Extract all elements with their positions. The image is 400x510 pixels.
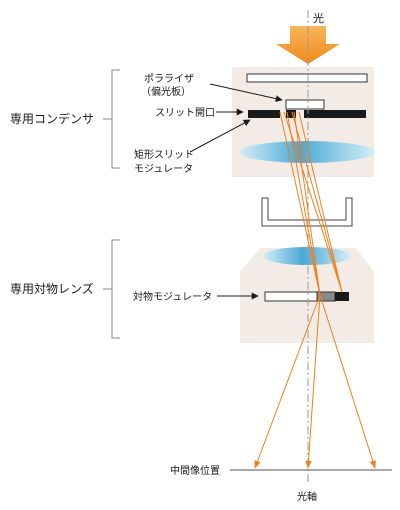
slit-bar-right	[304, 110, 366, 118]
objective-bracket	[111, 239, 120, 339]
intermediate-image-label: 中間像位置	[170, 464, 220, 477]
slit-bar-left	[248, 110, 280, 118]
light-rays	[254, 111, 376, 469]
polarizer-label-line1: ポラライザ	[144, 73, 194, 85]
rect-slit-label-line2: モジュレータ	[134, 163, 193, 175]
slit-aperture-label: スリット開口	[155, 107, 215, 119]
slit-bar-mid	[286, 110, 296, 118]
condenser-lens	[239, 141, 375, 163]
objective-lens	[263, 247, 351, 265]
polarizer-plate	[246, 73, 368, 83]
objective-modulator-dark	[335, 292, 349, 301]
polarizer-label-line2: （偏光板）	[141, 85, 191, 98]
condenser-group-label: 専用コンデンサ	[10, 111, 94, 126]
objective-modulator-clear	[264, 291, 318, 302]
optical-axis-label: 光軸	[297, 490, 317, 503]
objective-modulator-label: 対物モジュレータ	[133, 290, 212, 303]
condenser-bracket	[111, 69, 120, 169]
objective-group-label: 専用対物レンズ	[10, 281, 94, 296]
slit-inner-plate	[285, 99, 325, 110]
rect-slit-pointer	[189, 119, 251, 153]
light-label: 光	[313, 11, 324, 25]
rect-slit-label-line1: 矩形スリット	[134, 148, 194, 161]
polarizer-pointer	[209, 83, 283, 103]
